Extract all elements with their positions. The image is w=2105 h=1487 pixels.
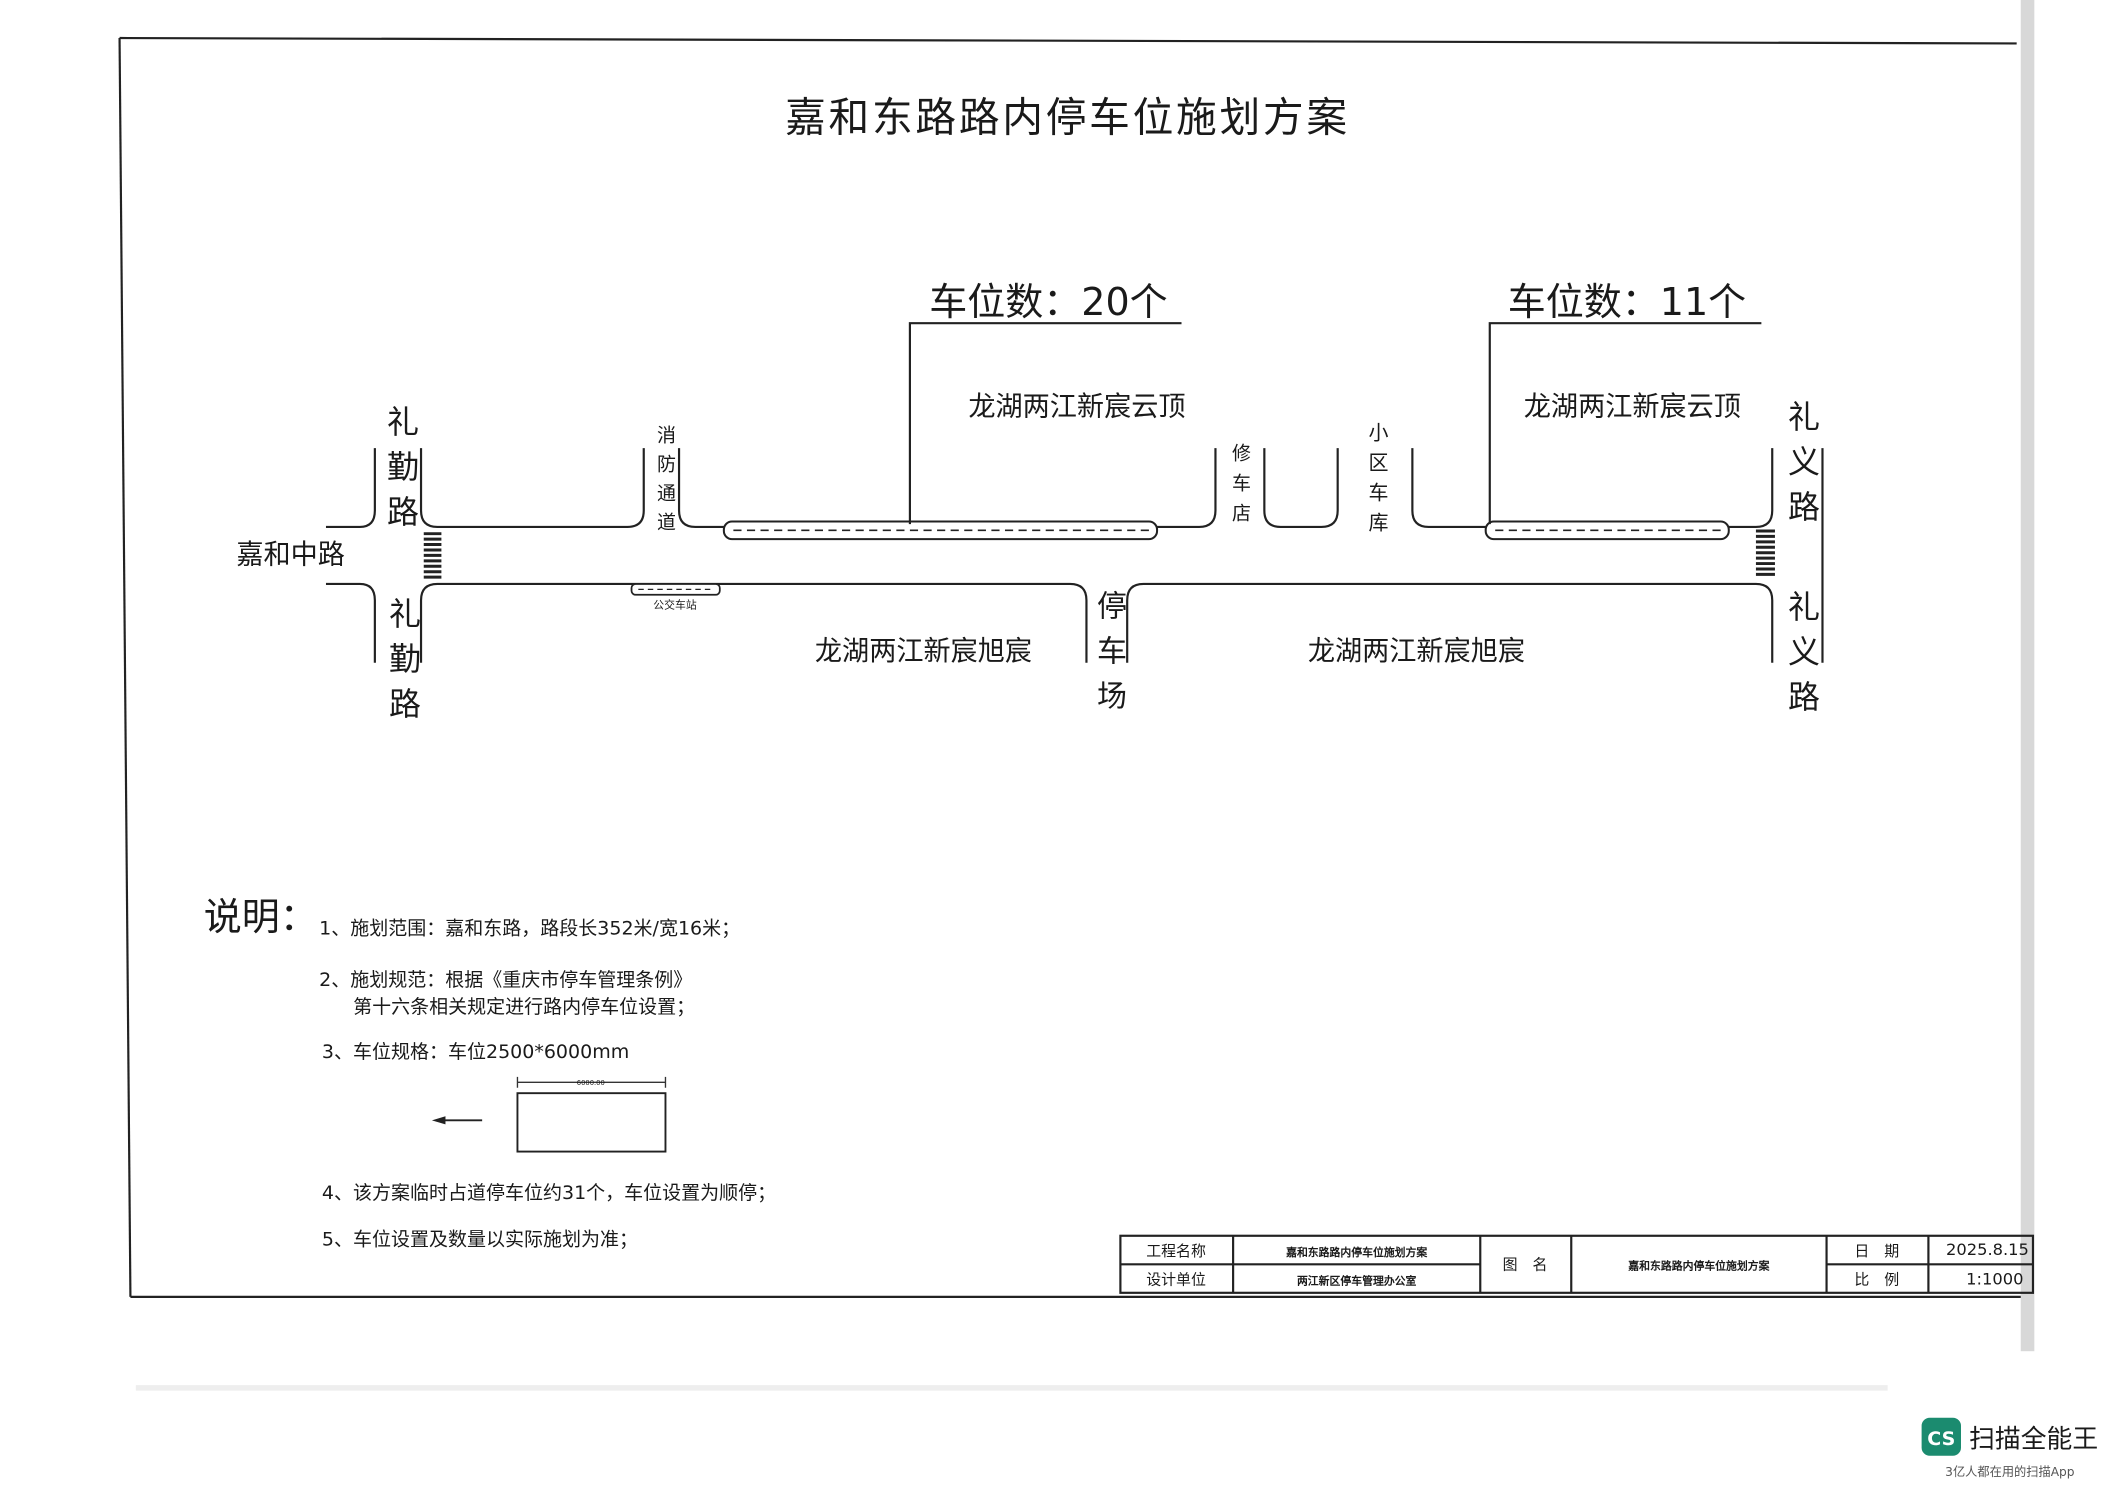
date-label: 日 期 <box>1854 1242 1899 1260</box>
parking-slot-diagram: 6000.00 <box>431 1076 667 1153</box>
drawing-frame <box>118 0 2035 1391</box>
scanner-logo-text: CS <box>1927 1428 1955 1450</box>
road-label-liyi-south: 礼义路 <box>1783 590 1821 725</box>
designer-label: 设计单位 <box>1146 1271 1206 1289</box>
note-4: 4、该方案临时占道停车位约31个，车位设置为顺停； <box>322 1182 776 1204</box>
scanner-app-name: 扫描全能王 <box>1969 1425 2098 1455</box>
place-parking-lot: 停车场 <box>1091 590 1126 725</box>
direction-arrow-icon <box>431 1116 446 1125</box>
road-label-liyi-north: 礼义路 <box>1783 400 1821 535</box>
note-2b: 第十六条相关规定进行路内停车位设置； <box>353 996 695 1018</box>
parking-strip-right <box>1484 520 1730 541</box>
bus-stop: 公交车站 <box>630 583 721 611</box>
road-outline <box>325 448 1824 663</box>
road-label-west: 嘉和中路 <box>236 540 345 571</box>
place-south-right: 龙湖两江新宸旭宸 <box>1308 636 1525 667</box>
scanner-tagline: 3亿人都在用的扫描App <box>1945 1464 2075 1479</box>
leader-right <box>1488 322 1762 525</box>
road-label-liqin-north: 礼勤路 <box>382 405 420 540</box>
scale-label: 比 例 <box>1854 1271 1899 1289</box>
scanner-watermark: CS 扫描全能王 3亿人都在用的扫描App <box>1921 1417 2098 1479</box>
place-south-left: 龙湖两江新宸旭宸 <box>815 636 1032 667</box>
scanner-logo-icon <box>1921 1417 1961 1456</box>
crosswalk-west <box>423 532 442 579</box>
note-5: 5、车位设置及数量以实际施划为准； <box>322 1228 638 1250</box>
note-2: 2、施划规范：根据《重庆市停车管理条例》 <box>319 969 692 991</box>
place-fire-lane: 消防通道 <box>654 425 676 541</box>
note-3: 3、车位规格：车位2500*6000mm <box>322 1041 629 1063</box>
parking-count-left: 车位数：20个 <box>929 280 1167 324</box>
page-title: 嘉和东路路内停车位施划方案 <box>785 94 1350 142</box>
note-1: 1、施划范围：嘉和东路，路段长352米/宽16米； <box>319 917 740 939</box>
place-garage: 小区车库 <box>1365 422 1389 542</box>
place-repair-shop: 修车店 <box>1229 443 1251 533</box>
drawing-label: 图 名 <box>1503 1256 1548 1274</box>
parking-strip-left <box>722 520 1159 541</box>
slot-dimension-label: 6000.00 <box>577 1079 605 1087</box>
crosswalk-east <box>1755 529 1775 576</box>
parking-count-right: 车位数：11个 <box>1508 280 1746 324</box>
project-label: 工程名称 <box>1146 1242 1206 1260</box>
place-north-left: 龙湖两江新宸云顶 <box>968 392 1185 423</box>
bus-stop-label: 公交车站 <box>653 597 697 611</box>
title-block: 工程名称 嘉和东路路内停车位施划方案 设计单位 两江新区停车管理办公室 图 名 … <box>1119 1234 2035 1294</box>
scale-value: 1:1000 <box>1966 1270 2023 1289</box>
place-north-right: 龙湖两江新宸云顶 <box>1524 392 1741 423</box>
road-label-liqin-south: 礼勤路 <box>384 597 422 732</box>
leader-left <box>908 322 1182 525</box>
date-value: 2025.8.15 <box>1946 1240 2029 1259</box>
drawing-value: 嘉和东路路内停车位施划方案 <box>1627 1259 1769 1273</box>
project-value: 嘉和东路路内停车位施划方案 <box>1285 1245 1427 1259</box>
designer-value: 两江新区停车管理办公室 <box>1297 1274 1417 1288</box>
notes-heading: 说明： <box>204 895 318 939</box>
